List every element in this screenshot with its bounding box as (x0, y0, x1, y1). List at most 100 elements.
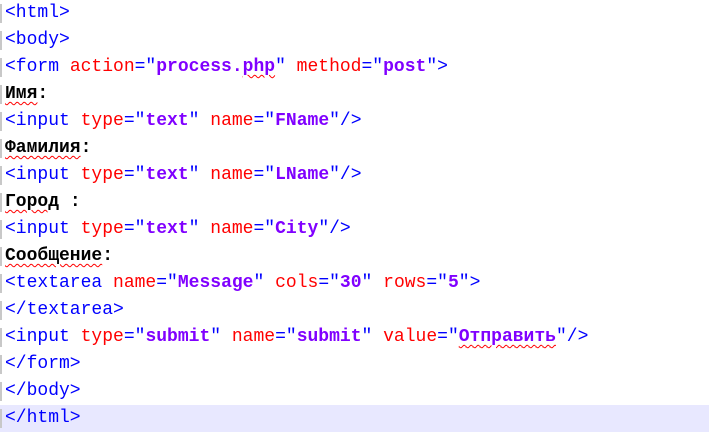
code-token-attr: name (210, 111, 254, 131)
gutter-mark (0, 328, 2, 347)
code-token-attr: name (210, 219, 254, 239)
code-token-plain: Фамилия (5, 138, 81, 158)
code-token-tag: <body> (5, 30, 70, 50)
code-token-tag: <form (5, 57, 70, 77)
code-token-attr: cols (275, 273, 319, 293)
code-token-attr: name (113, 273, 157, 293)
code-line[interactable]: </textarea> (0, 297, 709, 324)
code-token-val: post (383, 57, 427, 77)
code-token-val: text (145, 165, 189, 185)
code-line[interactable]: Фамилия: (0, 135, 709, 162)
gutter-mark (0, 193, 2, 212)
code-token-tag: =" (123, 219, 146, 239)
code-token-tag: " (275, 57, 297, 77)
code-line[interactable]: <form action="process.php" method="post"… (0, 54, 709, 81)
gutter-mark (0, 355, 2, 374)
code-token-attr: method (296, 57, 362, 77)
code-token-attr: rows (383, 273, 427, 293)
code-token-tag: =" (437, 327, 459, 347)
code-line[interactable]: <input type="text" name="City"/> (0, 216, 709, 243)
code-line[interactable]: Сообщение: (0, 243, 709, 270)
code-token-plain: : (37, 84, 49, 104)
code-token-attr: name (231, 327, 276, 347)
code-token-val: text (145, 111, 189, 131)
code-line[interactable]: Город : (0, 189, 709, 216)
code-token-tag: </textarea> (5, 300, 124, 320)
code-token-tag: </form> (5, 354, 81, 374)
code-token-tag: <input (5, 111, 81, 131)
code-token-tag: =" (318, 273, 340, 293)
gutter-mark (0, 31, 2, 50)
code-token-val: Message (177, 273, 254, 293)
code-line[interactable]: <input type="text" name="FName"/> (0, 108, 709, 135)
gutter-mark (0, 112, 2, 131)
gutter-mark (0, 220, 2, 239)
code-token-tag: </html> (5, 408, 81, 428)
code-token-val: process. (156, 57, 243, 77)
code-token-plain: Имя (5, 84, 38, 104)
gutter-mark (0, 4, 2, 23)
code-token-attr: type (80, 165, 124, 185)
code-line[interactable]: </body> (0, 378, 709, 405)
gutter-mark (0, 301, 2, 320)
code-token-plain: Город (5, 192, 60, 212)
code-token-tag: "/> (329, 165, 362, 185)
code-token-tag: <input (5, 327, 81, 347)
code-token-plain: : (102, 246, 114, 266)
code-token-tag: "> (426, 57, 448, 77)
code-token-val: Отправить (458, 327, 556, 347)
code-token-attr: type (80, 327, 124, 347)
code-token-tag: =" (123, 327, 146, 347)
code-token-val: text (145, 219, 189, 239)
code-token-tag: " (188, 219, 211, 239)
code-token-tag: <input (5, 165, 81, 185)
code-token-tag: =" (123, 165, 146, 185)
code-line[interactable]: </html> (0, 405, 709, 432)
gutter-mark (0, 58, 2, 77)
gutter-mark (0, 274, 2, 293)
code-token-tag: " (361, 273, 384, 293)
code-token-tag: =" (426, 273, 448, 293)
code-token-val: submit (296, 327, 362, 347)
gutter-mark (0, 166, 2, 185)
code-token-tag: <input (5, 219, 81, 239)
code-token-tag: " (361, 327, 384, 347)
code-line[interactable]: <textarea name="Message" cols="30" rows=… (0, 270, 709, 297)
code-token-attr: type (80, 219, 124, 239)
code-line[interactable]: <input type="submit" name="submit" value… (0, 324, 709, 351)
code-token-tag: =" (253, 165, 276, 185)
gutter-mark (0, 247, 2, 266)
code-token-tag: =" (156, 273, 178, 293)
code-line[interactable]: </form> (0, 351, 709, 378)
gutter-mark (0, 382, 2, 401)
gutter-mark (0, 85, 2, 104)
code-line[interactable]: Имя: (0, 81, 709, 108)
code-token-tag: " (188, 111, 211, 131)
code-token-plain: : (80, 138, 92, 158)
code-token-tag: "/> (555, 327, 589, 347)
code-token-tag: "/> (329, 111, 362, 131)
code-token-tag: =" (123, 111, 146, 131)
code-token-val: 30 (339, 273, 362, 293)
code-token-tag: =" (134, 57, 157, 77)
code-token-attr: value (383, 327, 438, 347)
code-token-val: City (275, 219, 319, 239)
code-token-tag: <textarea (5, 273, 114, 293)
code-token-tag: =" (253, 111, 276, 131)
code-token-tag: =" (253, 219, 276, 239)
code-token-plain: Сообщение (5, 246, 103, 266)
gutter-mark (0, 409, 2, 428)
code-token-attr: name (210, 165, 254, 185)
code-token-tag: =" (275, 327, 297, 347)
code-line[interactable]: <input type="text" name="LName"/> (0, 162, 709, 189)
gutter-mark (0, 139, 2, 158)
code-token-tag: " (188, 165, 211, 185)
code-token-tag: " (253, 273, 276, 293)
code-line[interactable]: <html> (0, 0, 709, 27)
code-line[interactable]: <body> (0, 27, 709, 54)
code-token-val: php (242, 57, 276, 77)
code-token-val: submit (145, 327, 211, 347)
code-token-val: FName (275, 111, 330, 131)
code-token-tag: <html> (5, 3, 70, 23)
